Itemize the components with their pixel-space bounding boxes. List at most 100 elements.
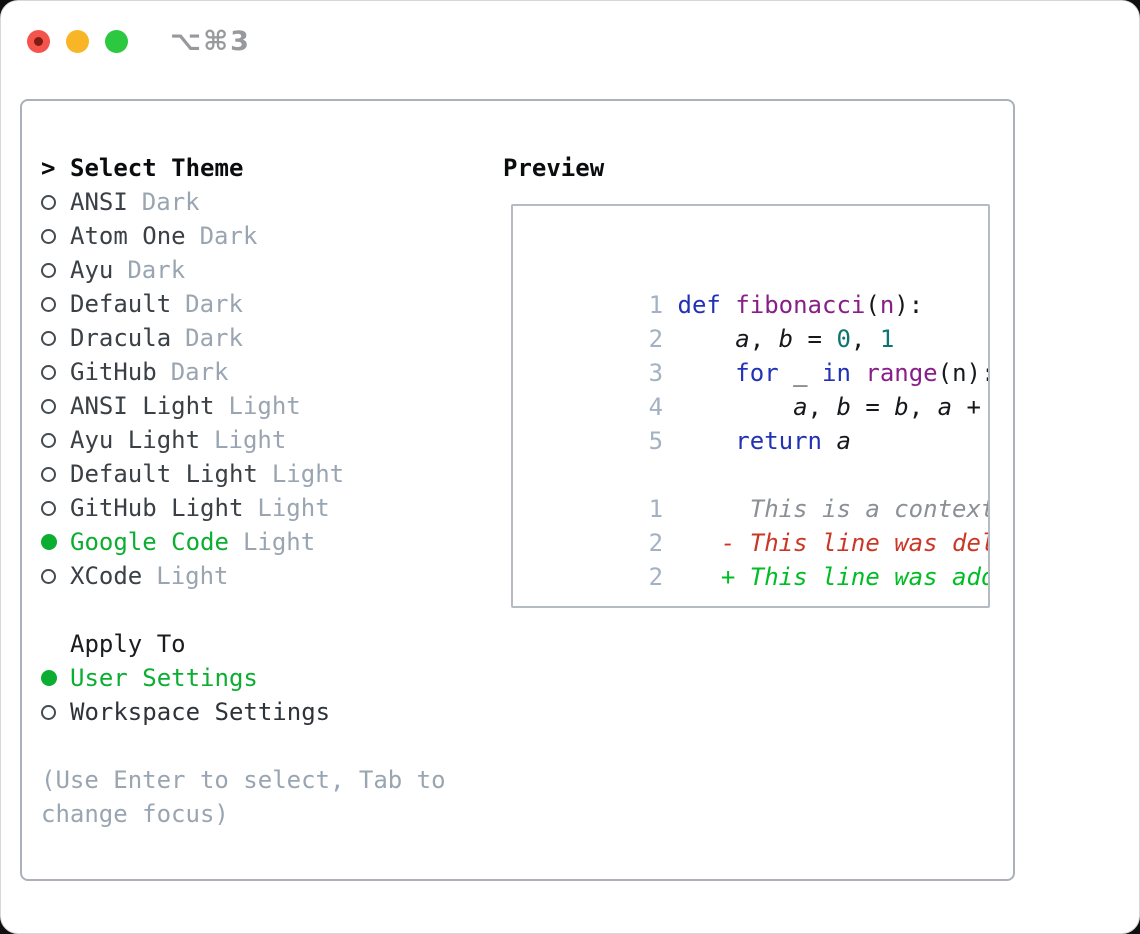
theme-item-ansi-dark[interactable]: ANSI Dark — [41, 185, 446, 219]
theme-item-default-dark[interactable]: Default Dark — [41, 287, 446, 321]
window-shortcut: ⌥⌘3 — [170, 26, 251, 57]
code-line: 2 a, b = 0, 1 — [533, 288, 988, 353]
line-number: 2 — [648, 563, 664, 591]
theme-variant-label: Dark — [199, 222, 258, 250]
selection-caret-icon: > — [41, 154, 56, 182]
code-token — [663, 359, 735, 387]
code-token-variable: a — [836, 427, 851, 455]
select-theme-title: Select Theme — [70, 154, 244, 182]
code-token-variable: a — [937, 393, 953, 421]
theme-item-ayu-dark[interactable]: Ayu Dark — [41, 253, 446, 287]
code-token — [663, 325, 735, 353]
radio-icon — [41, 398, 70, 414]
radio-selected-icon — [41, 670, 70, 686]
theme-picker: > Select Theme ANSI Dark Atom One Dark A… — [41, 151, 446, 831]
theme-item-default-light[interactable]: Default Light Light — [41, 457, 446, 491]
code-token-variable: b — [836, 393, 851, 421]
theme-variant-label: Dark — [127, 256, 186, 284]
hint-line-1: (Use Enter to select, Tab to — [41, 766, 446, 794]
diff-line-deleted: 2 - This line was deleted. — [533, 492, 988, 557]
theme-item-atom-one-dark[interactable]: Atom One Dark — [41, 219, 446, 253]
select-theme-header: > Select Theme — [41, 151, 446, 185]
theme-variant-label: Light — [271, 460, 345, 488]
radio-icon — [41, 194, 70, 210]
hint-line-2: change focus) — [41, 800, 229, 828]
code-token-keyword: for — [735, 359, 779, 387]
theme-item-xcode-light[interactable]: XCode Light — [41, 559, 446, 593]
added-line-text: + This line was added. — [720, 563, 988, 591]
radio-icon — [41, 296, 70, 312]
radio-icon — [41, 262, 70, 278]
theme-variant-label: Light — [257, 494, 330, 522]
code-token — [822, 427, 836, 455]
code-token — [851, 359, 865, 387]
code-token: + — [966, 393, 981, 421]
apply-option-user-settings[interactable]: User Settings — [41, 661, 446, 695]
radio-icon — [41, 704, 70, 720]
theme-item-ayu-light[interactable]: Ayu Light Light — [41, 423, 446, 457]
preview-title: Preview — [503, 154, 605, 182]
theme-item-dracula-dark[interactable]: Dracula Dark — [41, 321, 446, 355]
code-token-variable: b — [778, 325, 794, 353]
code-token: _ — [778, 359, 823, 387]
record-dot-icon — [34, 37, 43, 46]
code-line: 4 a, b = b, a + b — [533, 356, 988, 421]
theme-item-ansi-light[interactable]: ANSI Light Light — [41, 389, 446, 423]
spacer — [41, 729, 446, 763]
code-token-param: n — [879, 291, 895, 319]
code-token-function: range — [865, 359, 938, 387]
radio-icon — [41, 466, 70, 482]
code-token — [721, 291, 735, 319]
line-number: 1 — [648, 495, 664, 523]
preview-box: 1 def fibonacci(n): 2 a, b = 0, 1 3 for … — [511, 204, 990, 608]
code-token: , — [850, 325, 880, 353]
code-token: (n): — [937, 359, 990, 387]
apply-to-title: Apply To — [70, 630, 186, 658]
code-line: 1 def fibonacci(n): — [533, 254, 988, 319]
line-number: 2 — [648, 325, 664, 353]
line-number: 4 — [648, 393, 664, 421]
theme-item-google-code-light[interactable]: Google Code Light — [41, 525, 446, 559]
theme-variant-label: Light — [228, 392, 301, 420]
code-token: = — [793, 325, 837, 353]
diff-line-added: 2 + This line was added. — [533, 526, 988, 591]
code-line: 5 return a — [533, 390, 988, 455]
radio-icon — [41, 228, 70, 244]
theme-variant-label: Dark — [185, 324, 243, 352]
code-token-number: 1 — [879, 325, 895, 353]
code-token-keyword: def — [677, 291, 721, 319]
code-token-number: 0 — [836, 325, 851, 353]
minimize-button[interactable] — [66, 30, 89, 53]
line-number: 2 — [648, 529, 664, 557]
radio-icon — [41, 330, 70, 346]
theme-variant-label: Dark — [170, 358, 229, 386]
code-token-variable: a — [735, 325, 750, 353]
code-token: , — [807, 393, 837, 421]
radio-icon — [41, 568, 70, 584]
line-number: 1 — [648, 291, 664, 319]
code-token: ( — [865, 291, 880, 319]
deleted-line-text: - This line was deleted. — [720, 529, 988, 557]
theme-item-github-light[interactable]: GitHub Light Light — [41, 491, 446, 525]
code-token: , — [749, 325, 779, 353]
code-token: , — [908, 393, 938, 421]
main-panel: > Select Theme ANSI Dark Atom One Dark A… — [20, 99, 1015, 881]
line-number: 3 — [648, 359, 664, 387]
apply-option-workspace-settings[interactable]: Workspace Settings — [41, 695, 446, 729]
spacer — [41, 593, 446, 627]
code-token-keyword: in — [822, 359, 851, 387]
code-token — [663, 393, 793, 421]
context-line-text: This is a context line. — [749, 495, 990, 523]
code-token-variable: b — [894, 393, 909, 421]
theme-variant-label: Dark — [185, 290, 243, 318]
close-button[interactable] — [27, 30, 50, 53]
theme-item-github-dark[interactable]: GitHub Dark — [41, 355, 446, 389]
zoom-button[interactable] — [105, 30, 128, 53]
titlebar: ⌥⌘3 — [27, 26, 251, 57]
theme-variant-label: Light — [214, 426, 287, 454]
line-number: 5 — [648, 427, 664, 455]
theme-variant-label: Light — [242, 528, 316, 556]
code-token: = — [850, 393, 895, 421]
code-token: ): — [894, 291, 924, 319]
